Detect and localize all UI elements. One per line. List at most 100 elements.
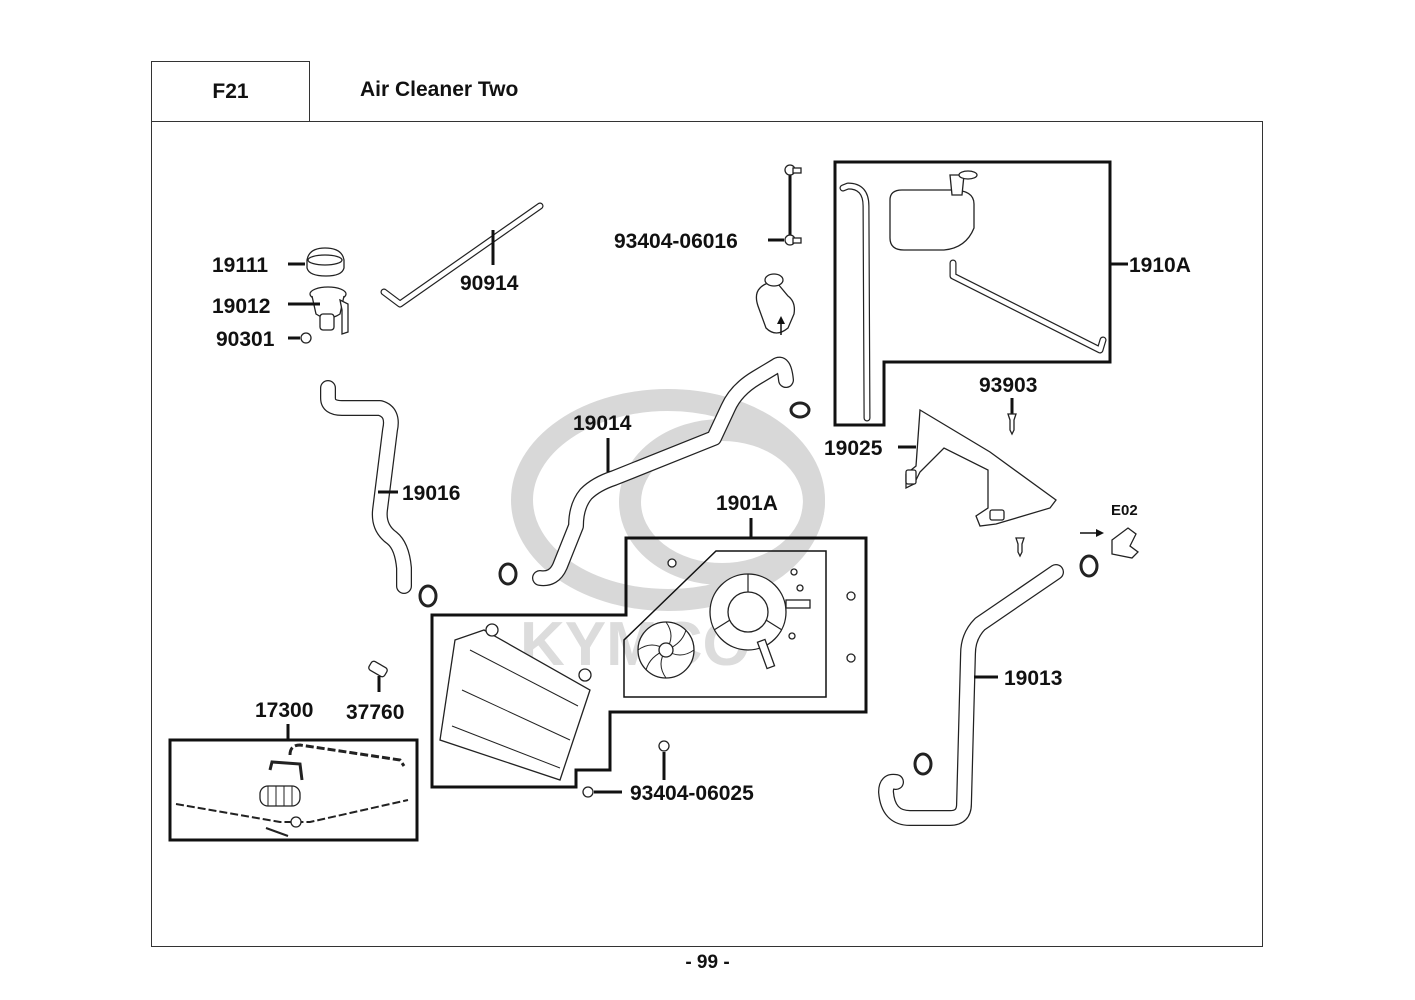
part-19014[interactable]: 19014 bbox=[532, 356, 794, 587]
figure-code-text: F21 bbox=[212, 79, 249, 103]
label-E02: E02 bbox=[1111, 502, 1138, 519]
hose-clamps bbox=[418, 401, 1099, 776]
tank-outlet-tube-inner bbox=[950, 260, 1106, 353]
shroud-spokes bbox=[713, 574, 783, 631]
boot-ribs bbox=[267, 786, 293, 806]
screw-icon bbox=[1007, 413, 1017, 436]
filler-neck-outlet bbox=[319, 313, 335, 331]
label-90914: 90914 bbox=[460, 272, 519, 295]
screw-icon bbox=[667, 558, 677, 568]
part-19025[interactable]: 19025 bbox=[824, 408, 1057, 558]
part-19012[interactable]: 19012 bbox=[212, 286, 349, 335]
label-1910A: 1910A bbox=[1129, 254, 1191, 277]
kymco-watermark: KYMCO bbox=[511, 389, 825, 679]
part-1910A[interactable]: 1910A bbox=[833, 160, 1191, 427]
thermostat-housing bbox=[755, 273, 796, 335]
radiator-icon bbox=[439, 629, 591, 781]
part-90301[interactable]: 90301 bbox=[216, 328, 312, 351]
label-93404-06025: 93404-06025 bbox=[630, 782, 754, 805]
header-divider bbox=[309, 61, 310, 122]
clamp-icon bbox=[1079, 554, 1099, 578]
arrow-right-icon bbox=[1096, 529, 1104, 537]
cap-rim bbox=[307, 254, 343, 266]
part-93903[interactable]: 93903 bbox=[979, 374, 1037, 436]
fan-icon bbox=[637, 621, 695, 679]
hose-19016-inner bbox=[321, 381, 411, 593]
fan-screws bbox=[667, 558, 856, 663]
part-37760[interactable]: 37760 bbox=[346, 660, 404, 724]
label-19025: 19025 bbox=[824, 437, 883, 460]
screw-icon bbox=[796, 584, 804, 592]
assembly-box-17300 bbox=[168, 738, 419, 842]
breather-tube-top bbox=[288, 743, 406, 767]
screw-icon bbox=[846, 653, 856, 663]
part-93404-06025[interactable]: 93404-06025 bbox=[582, 740, 754, 805]
screw-icon bbox=[790, 568, 798, 576]
shroud-inner bbox=[727, 591, 769, 633]
tank-hose-icon bbox=[839, 182, 871, 422]
assembly-box-1901A bbox=[430, 536, 868, 789]
diagram-frame bbox=[151, 121, 1263, 947]
radiator-mount bbox=[578, 668, 592, 682]
tank-bracket-icon bbox=[905, 408, 1057, 527]
radiator-mount bbox=[485, 623, 499, 637]
label-1901A: 1901A bbox=[716, 492, 778, 515]
bolt-icon bbox=[658, 740, 670, 752]
label-17300: 17300 bbox=[255, 699, 313, 722]
nut-icon bbox=[300, 332, 312, 344]
hose-19013-inner bbox=[879, 565, 1063, 825]
part-19111[interactable]: 19111 bbox=[212, 247, 345, 277]
figure-title: Air Cleaner Two bbox=[360, 78, 519, 101]
radiator-fins bbox=[451, 649, 579, 769]
clamp-icon bbox=[498, 562, 518, 586]
part-1901A[interactable]: 1901A bbox=[430, 492, 868, 789]
label-19012: 19012 bbox=[212, 295, 270, 318]
screw-icon bbox=[846, 591, 856, 601]
thermo-switch-icon bbox=[368, 660, 388, 678]
ref-E02[interactable]: E02 bbox=[1080, 502, 1139, 559]
label-93404-06016: 93404-06016 bbox=[614, 230, 738, 253]
breather-fitting bbox=[290, 816, 302, 828]
label-19014: 19014 bbox=[573, 412, 632, 435]
breather-clip bbox=[265, 827, 289, 837]
tank-outlet-tube-icon bbox=[949, 259, 1107, 354]
part-90914[interactable]: 90914 bbox=[380, 202, 544, 308]
clamp-icon bbox=[913, 752, 933, 776]
fan-hub bbox=[658, 642, 674, 658]
fan-sub-box bbox=[623, 550, 827, 698]
label-19111: 19111 bbox=[212, 254, 268, 277]
part-93404-06016[interactable]: 93404-06016 bbox=[614, 164, 802, 253]
figure-code: F21 bbox=[151, 61, 309, 121]
page-number: - 99 - bbox=[685, 952, 730, 973]
thermostat-housing-icon bbox=[755, 282, 796, 334]
bracket-clip bbox=[905, 469, 917, 485]
fan-shroud-icon bbox=[709, 573, 811, 670]
bracket-mount bbox=[989, 509, 1005, 521]
part-19013[interactable]: 19013 bbox=[878, 564, 1064, 826]
fan-blades bbox=[637, 621, 695, 679]
assembly-box-1910A bbox=[833, 160, 1112, 427]
arrow-up-icon bbox=[777, 316, 785, 324]
label-37760: 37760 bbox=[346, 701, 404, 724]
filler-neck-bracket bbox=[339, 298, 349, 335]
part-19016[interactable]: 19016 bbox=[320, 380, 460, 594]
clamp-icon bbox=[789, 401, 811, 419]
fitting-icon bbox=[1111, 527, 1139, 559]
reserve-tank-icon bbox=[889, 189, 975, 251]
part-17300[interactable]: 17300 bbox=[168, 699, 419, 842]
screw-icon bbox=[788, 632, 796, 640]
breather-loop bbox=[268, 760, 304, 781]
tank-hose-inner bbox=[840, 183, 870, 421]
bolt-shaft bbox=[792, 167, 802, 174]
shroud-motor-lead bbox=[756, 638, 776, 670]
bolt-shaft-lower bbox=[792, 237, 802, 244]
label-19013: 19013 bbox=[1004, 667, 1062, 690]
tank-cap-icon bbox=[958, 170, 978, 180]
label-93903: 93903 bbox=[979, 374, 1037, 397]
clamp-icon bbox=[418, 584, 438, 608]
label-90301: 90301 bbox=[216, 328, 275, 351]
housing-port bbox=[764, 273, 784, 287]
breather-boot-icon bbox=[259, 785, 301, 807]
bolt-icon-lower bbox=[582, 786, 594, 798]
